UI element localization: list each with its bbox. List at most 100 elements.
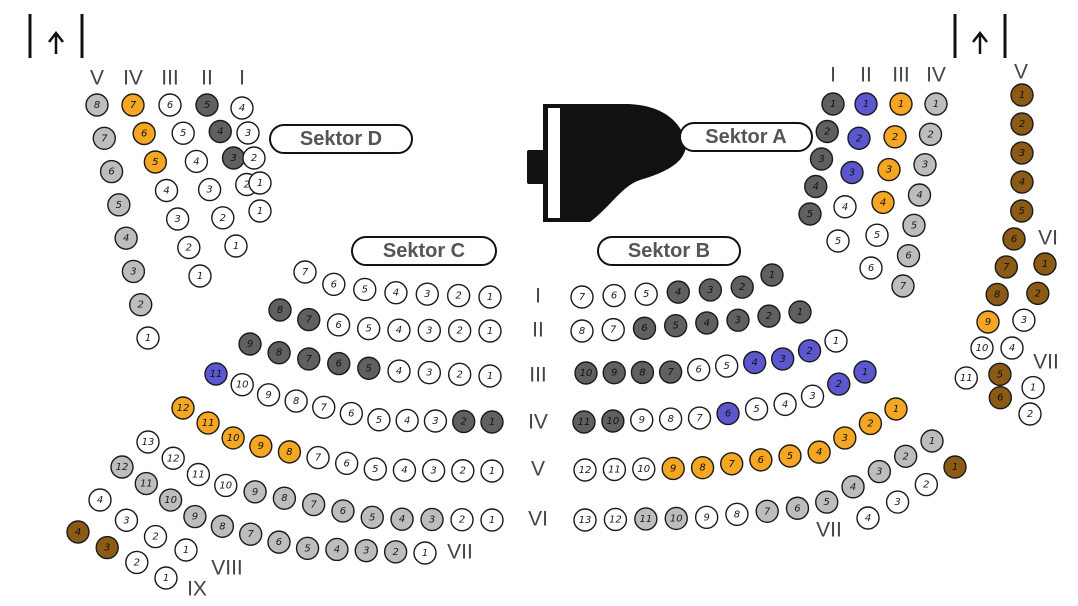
seat[interactable]: 7 [994, 255, 1018, 279]
seat[interactable]: 9 [630, 408, 654, 432]
seat[interactable]: 2 [450, 508, 474, 532]
seat[interactable]: 3 [417, 318, 442, 343]
seat[interactable]: 5 [714, 354, 739, 378]
seat[interactable]: 10 [214, 473, 238, 498]
seat[interactable]: 12 [171, 396, 195, 420]
seat[interactable]: 2 [242, 146, 266, 170]
seat[interactable]: 4 [392, 458, 417, 482]
seat[interactable]: 1 [943, 455, 967, 479]
seat[interactable]: 5 [778, 444, 802, 468]
seat[interactable]: 8 [277, 440, 302, 464]
seat[interactable]: 10 [664, 506, 688, 531]
seat[interactable]: 3 [877, 157, 901, 182]
seat[interactable]: 12 [161, 446, 185, 470]
seat[interactable]: 2 [446, 283, 471, 308]
seat[interactable]: 2 [447, 319, 472, 343]
seat[interactable]: 9 [661, 456, 685, 481]
seat[interactable]: 3 [421, 458, 446, 483]
seat[interactable]: 6 [331, 499, 355, 523]
seat[interactable]: 3 [221, 146, 246, 170]
seat[interactable]: 8 [85, 93, 109, 117]
seat[interactable]: 1 [920, 429, 944, 453]
seat[interactable]: 4 [395, 408, 419, 433]
seat[interactable]: 4 [230, 96, 254, 120]
seat[interactable]: 1 [889, 92, 913, 116]
seat[interactable]: 1 [248, 171, 272, 195]
seat[interactable]: 8 [570, 319, 594, 343]
seat[interactable]: 4 [856, 506, 880, 530]
seat[interactable]: 9 [183, 504, 207, 529]
seat[interactable]: 6 [602, 283, 626, 308]
seat[interactable]: 7 [891, 274, 915, 298]
seat[interactable]: 1 [821, 92, 845, 116]
seat[interactable]: 7 [238, 522, 263, 546]
seat[interactable]: 10 [230, 372, 254, 397]
seat[interactable]: 3 [197, 177, 222, 202]
seat[interactable]: 1 [884, 397, 908, 421]
seat[interactable]: 4 [208, 119, 232, 144]
seat[interactable]: 6 [339, 401, 364, 426]
seat[interactable]: 11 [204, 362, 228, 386]
seat[interactable]: 7 [755, 499, 779, 523]
seat[interactable]: 2 [383, 540, 408, 564]
seat[interactable]: 2 [797, 339, 822, 363]
seat[interactable]: 4 [88, 488, 112, 512]
seat[interactable]: 10 [632, 457, 656, 481]
seat[interactable]: 5 [356, 316, 381, 341]
seat[interactable]: 4 [390, 507, 414, 531]
seat[interactable]: 12 [603, 507, 628, 532]
seat[interactable]: 3 [354, 538, 378, 563]
seat[interactable]: 1 [188, 264, 212, 288]
seat[interactable]: 2 [452, 409, 476, 434]
seat[interactable]: 4 [695, 311, 719, 335]
seat[interactable]: 4 [154, 178, 179, 203]
seat[interactable]: 2 [143, 524, 168, 549]
seat[interactable]: 2 [211, 206, 235, 230]
seat[interactable]: 2 [1018, 402, 1042, 426]
seat[interactable]: 13 [136, 430, 160, 454]
seat[interactable]: 7 [720, 452, 744, 476]
seat[interactable]: 4 [1010, 170, 1034, 194]
seat[interactable]: 11 [602, 457, 627, 482]
seat[interactable]: 6 [158, 93, 182, 117]
seat[interactable]: 1 [478, 285, 502, 309]
seat[interactable]: 2 [129, 293, 153, 317]
seat[interactable]: 3 [423, 409, 448, 433]
seat[interactable]: 4 [833, 195, 857, 219]
seat[interactable]: 2 [757, 304, 781, 328]
seat[interactable]: 5 [826, 229, 850, 253]
seat[interactable]: 3 [415, 282, 439, 306]
seat[interactable]: 5 [107, 193, 131, 217]
seat[interactable]: 3 [420, 507, 444, 532]
seat[interactable]: 6 [687, 357, 711, 382]
seat[interactable]: 9 [249, 434, 273, 458]
seat[interactable]: 2 [447, 362, 472, 387]
seat[interactable]: 7 [293, 260, 317, 284]
seat[interactable]: 6 [896, 243, 921, 268]
seat[interactable]: 5 [195, 93, 219, 117]
seat[interactable]: 3 [867, 459, 892, 484]
seat[interactable]: 2 [1026, 281, 1050, 306]
seat[interactable]: 1 [478, 319, 502, 343]
seat[interactable]: 3 [913, 152, 937, 177]
seat[interactable]: 2 [1010, 112, 1034, 136]
seat[interactable]: 3 [121, 259, 146, 284]
seat[interactable]: 10 [158, 488, 183, 512]
seat[interactable]: 3 [1010, 141, 1034, 165]
seat[interactable]: 5 [367, 408, 391, 432]
seat[interactable]: 1 [480, 508, 504, 532]
seat[interactable]: 12 [573, 458, 597, 482]
seat[interactable]: 1 [788, 300, 812, 324]
seat[interactable]: 11 [572, 410, 596, 434]
seat[interactable]: 9 [243, 480, 267, 504]
seat[interactable]: 7 [658, 360, 683, 384]
seat[interactable]: 10 [574, 361, 598, 385]
seat[interactable]: 6 [749, 448, 773, 472]
seat[interactable]: 11 [196, 411, 220, 435]
seat[interactable]: 5 [865, 223, 889, 247]
seat[interactable]: 7 [306, 445, 330, 470]
seat[interactable]: 7 [687, 406, 712, 430]
seat[interactable]: 5 [353, 277, 377, 302]
seat[interactable]: 1 [136, 326, 160, 350]
seat[interactable]: 2 [815, 119, 839, 144]
